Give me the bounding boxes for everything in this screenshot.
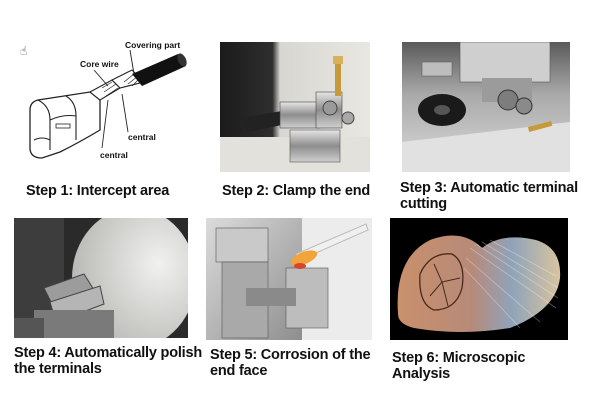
step-6-micrograph — [390, 218, 568, 340]
covering-part-label: Covering part — [125, 40, 180, 50]
step-3-photo — [402, 42, 570, 172]
hand-cursor-icon: ☝ — [20, 44, 28, 58]
central-left-label: central — [100, 150, 128, 160]
step-3-caption: Step 3: Automatic terminal cutting — [400, 180, 578, 212]
step-4-photo — [14, 218, 188, 338]
step-2-photo — [220, 42, 370, 172]
step-1-caption: Step 1: Intercept area — [26, 183, 170, 199]
step-6-caption: Step 6: Microscopic Analysis — [392, 350, 526, 382]
step-4-caption: Step 4: Automatically polish the termina… — [14, 345, 203, 377]
step-5-photo — [206, 218, 372, 340]
core-wire-label: Core wire — [80, 59, 119, 69]
step-5-caption: Step 5: Corrosion of the end face — [210, 347, 371, 379]
step-2-caption: Step 2: Clamp the end — [222, 183, 371, 199]
central-right-label: central — [128, 132, 156, 142]
step-1-diagram: Covering part Core wire central central — [20, 40, 200, 170]
